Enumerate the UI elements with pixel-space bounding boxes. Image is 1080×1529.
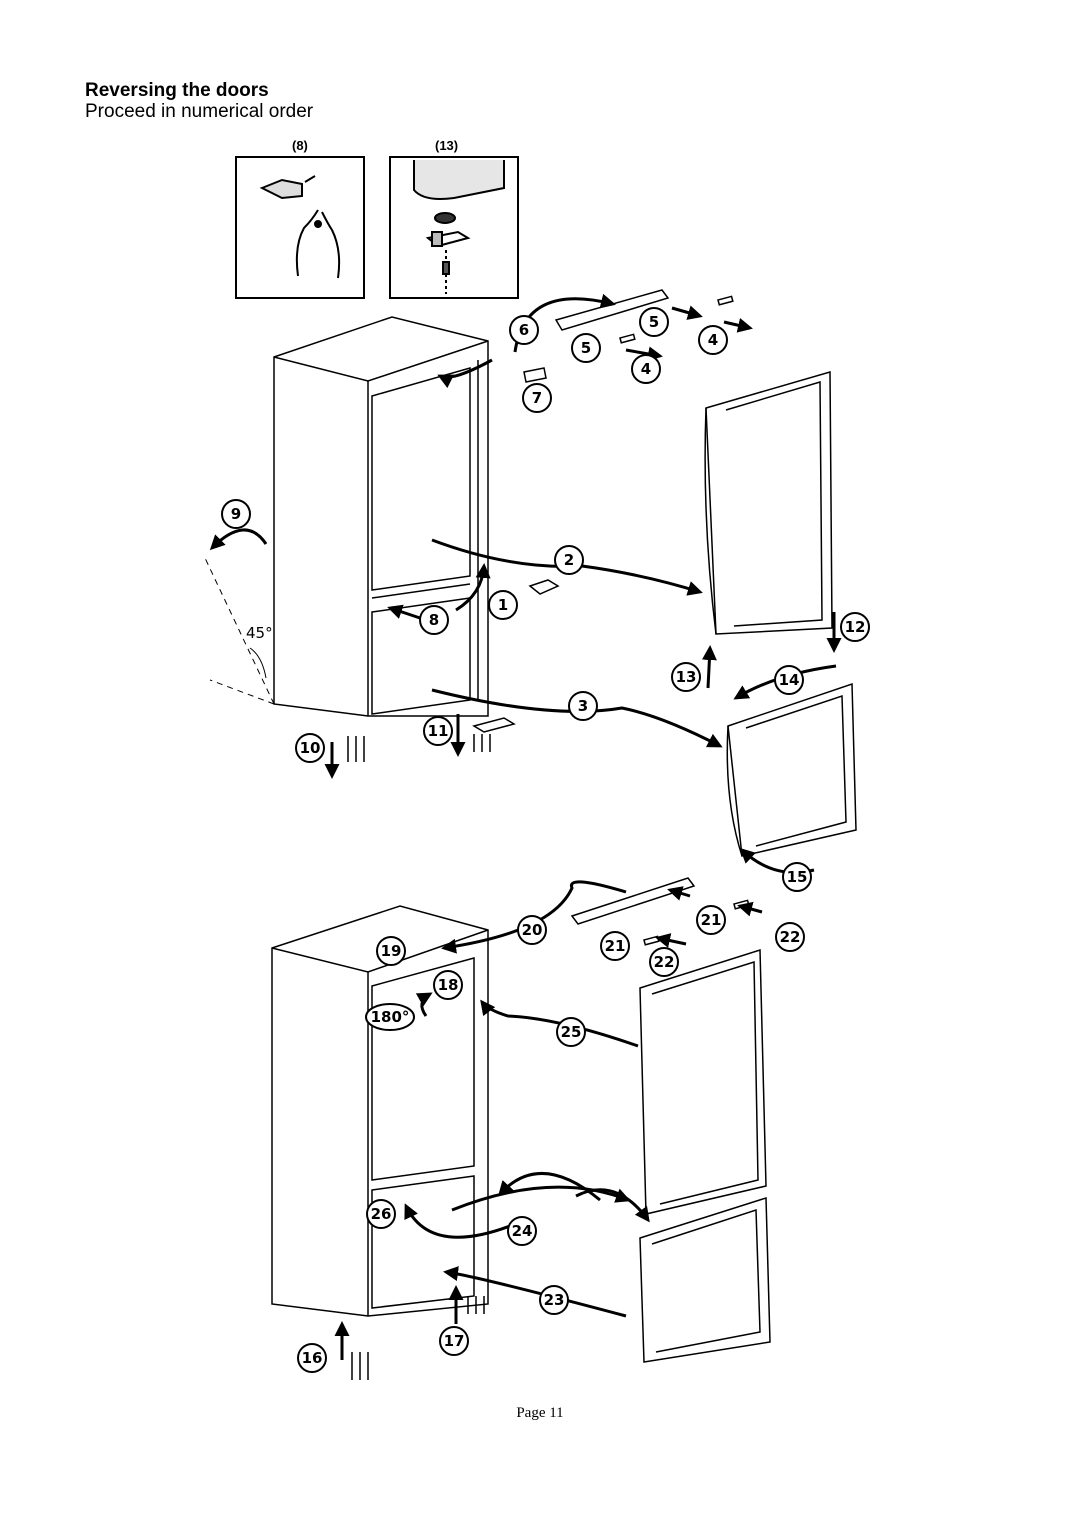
svg-text:6: 6	[519, 321, 529, 339]
step-1: 1	[488, 590, 518, 620]
svg-text:11: 11	[428, 722, 449, 740]
screw-set	[347, 734, 491, 1380]
fridge-cabinet-lower	[271, 905, 489, 1317]
step-22: 22	[775, 922, 805, 952]
svg-text:5: 5	[649, 313, 659, 331]
step-18: 18	[433, 970, 463, 1000]
step-19: 19	[376, 936, 406, 966]
step-26: 26	[366, 1199, 396, 1229]
step-21: 21	[696, 905, 726, 935]
hinge-cover-upper	[523, 289, 734, 383]
page-number: Page 11	[516, 1405, 564, 1421]
hinge-bracket-middle	[472, 579, 560, 733]
inset-label-8: (8)	[292, 138, 308, 153]
step-17: 17	[439, 1326, 469, 1356]
svg-text:24: 24	[512, 1222, 533, 1240]
svg-text:21: 21	[605, 937, 626, 955]
step-4: 4	[631, 354, 661, 384]
page-subtitle: Proceed in numerical order	[85, 101, 314, 122]
inset-8: (8)	[235, 138, 365, 299]
svg-text:10: 10	[300, 739, 321, 757]
svg-text:13: 13	[676, 668, 697, 686]
step-13: 13	[671, 662, 701, 692]
step-15: 15	[782, 862, 812, 892]
step-22: 22	[649, 947, 679, 977]
fridge-door-lower	[726, 682, 857, 857]
svg-text:8: 8	[429, 611, 439, 629]
fridge-door-assembled-top	[639, 948, 767, 1215]
fridge-door-assembled-bottom	[639, 1196, 771, 1363]
step-14: 14	[774, 665, 804, 695]
step-5: 5	[571, 333, 601, 363]
svg-text:14: 14	[779, 671, 800, 689]
step-4: 4	[698, 325, 728, 355]
svg-text:18: 18	[438, 976, 459, 994]
step-8: 8	[419, 605, 449, 635]
svg-text:15: 15	[787, 868, 808, 886]
step-2: 2	[554, 545, 584, 575]
step-12: 12	[840, 612, 870, 642]
step-11: 11	[423, 716, 453, 746]
svg-text:20: 20	[522, 921, 543, 939]
step-5: 5	[639, 307, 669, 337]
svg-text:5: 5	[581, 339, 591, 357]
pliers-icon	[259, 175, 341, 279]
page-title: Reversing the doors	[85, 80, 269, 101]
step-21: 21	[600, 931, 630, 961]
rotate-angle-badge: 180°	[365, 1003, 415, 1031]
svg-text:25: 25	[561, 1023, 582, 1041]
svg-text:1: 1	[498, 596, 508, 614]
step-24: 24	[507, 1216, 537, 1246]
step-10: 10	[295, 733, 325, 763]
tilt-angle-label: 45°	[246, 624, 273, 642]
freezer-door-upper	[704, 371, 833, 635]
step-16: 16	[297, 1343, 327, 1373]
svg-text:2: 2	[564, 551, 574, 569]
step-23: 23	[539, 1285, 569, 1315]
step-numbers: 1 2 3 4 4 5 5 6 7 8 9 10 11 12 13 14 15 …	[221, 307, 870, 1373]
step-9: 9	[221, 499, 251, 529]
tilt-guide	[204, 557, 275, 705]
svg-text:7: 7	[532, 389, 542, 407]
svg-text:22: 22	[654, 953, 675, 971]
svg-text:26: 26	[371, 1205, 392, 1223]
step-3: 3	[568, 691, 598, 721]
rotate-angle-label: 180°	[371, 1008, 410, 1026]
svg-text:4: 4	[641, 360, 651, 378]
svg-text:3: 3	[578, 697, 588, 715]
svg-text:16: 16	[302, 1349, 323, 1367]
svg-text:12: 12	[845, 618, 866, 636]
svg-text:17: 17	[444, 1332, 465, 1350]
svg-text:22: 22	[780, 928, 801, 946]
inset-13: (13)	[389, 138, 519, 299]
inset-label-13: (13)	[435, 138, 458, 153]
svg-text:23: 23	[544, 1291, 565, 1309]
svg-text:9: 9	[231, 505, 241, 523]
svg-text:19: 19	[381, 942, 402, 960]
svg-text:4: 4	[708, 331, 718, 349]
step-6: 6	[509, 315, 539, 345]
svg-text:21: 21	[701, 911, 722, 929]
step-20: 20	[517, 915, 547, 945]
hinge-pin-icon	[413, 160, 505, 294]
step-7: 7	[522, 383, 552, 413]
step-25: 25	[556, 1017, 586, 1047]
